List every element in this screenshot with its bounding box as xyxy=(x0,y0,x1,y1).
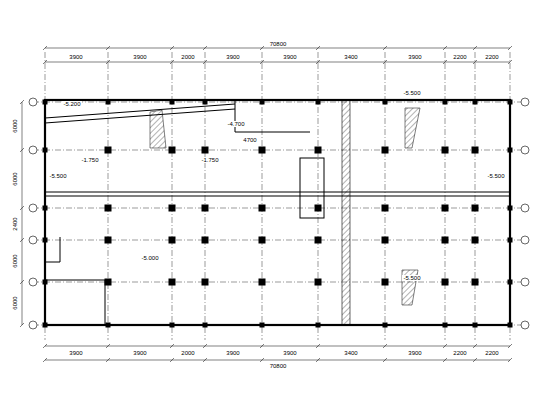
dimension-text: 3900 xyxy=(68,54,83,60)
elevation-note: -4.700 xyxy=(226,121,245,127)
expansion-joint xyxy=(342,100,350,325)
dimension-text: 2000 xyxy=(180,54,195,60)
dimension-text: 3900 xyxy=(225,54,240,60)
elevation-note: -5.200 xyxy=(62,101,81,107)
dimension-text: 2200 xyxy=(484,54,499,60)
dimension-text: 70800 xyxy=(269,363,288,369)
dimension-text: 3400 xyxy=(343,54,358,60)
elevation-note: -5.500 xyxy=(402,90,421,96)
dimension-text: 70800 xyxy=(269,41,288,47)
dimension-text: 6000 xyxy=(12,171,18,186)
inner-walls xyxy=(45,100,510,325)
outer-wall xyxy=(45,100,510,325)
elevation-note: -5.000 xyxy=(140,255,159,261)
elevation-note: -5.500 xyxy=(402,275,421,281)
dimension-text: 3900 xyxy=(132,350,147,356)
dimension-lines xyxy=(20,46,512,362)
dimension-text: 3900 xyxy=(225,350,240,356)
axis-bubbles xyxy=(29,98,529,329)
dimension-text: 3400 xyxy=(343,350,358,356)
dimension-text: 3900 xyxy=(282,350,297,356)
dimension-text: 6000 xyxy=(12,253,18,268)
dimension-text: 3900 xyxy=(407,350,422,356)
elevation-note: -1.750 xyxy=(80,157,99,163)
dimension-text: 3900 xyxy=(132,54,147,60)
dimension-text: 3900 xyxy=(282,54,297,60)
dimension-text: 2400 xyxy=(12,216,18,231)
dimension-text: 2200 xyxy=(452,54,467,60)
elevation-note: -1.750 xyxy=(200,157,219,163)
dimension-text: 2000 xyxy=(180,350,195,356)
dimension-text: 6000 xyxy=(12,295,18,310)
dimension-text: 2200 xyxy=(484,350,499,356)
dimension-text: 3900 xyxy=(407,54,422,60)
elevation-note: -5.500 xyxy=(48,173,67,179)
axis-lines xyxy=(33,52,525,340)
elevation-note: -5.500 xyxy=(486,173,505,179)
dimension-text: 6000 xyxy=(12,118,18,133)
ramp-hatch xyxy=(150,108,420,305)
dimension-text: 2200 xyxy=(452,350,467,356)
elevation-note: 4700 xyxy=(242,137,257,143)
dimension-text: 3900 xyxy=(68,350,83,356)
columns xyxy=(43,100,513,328)
